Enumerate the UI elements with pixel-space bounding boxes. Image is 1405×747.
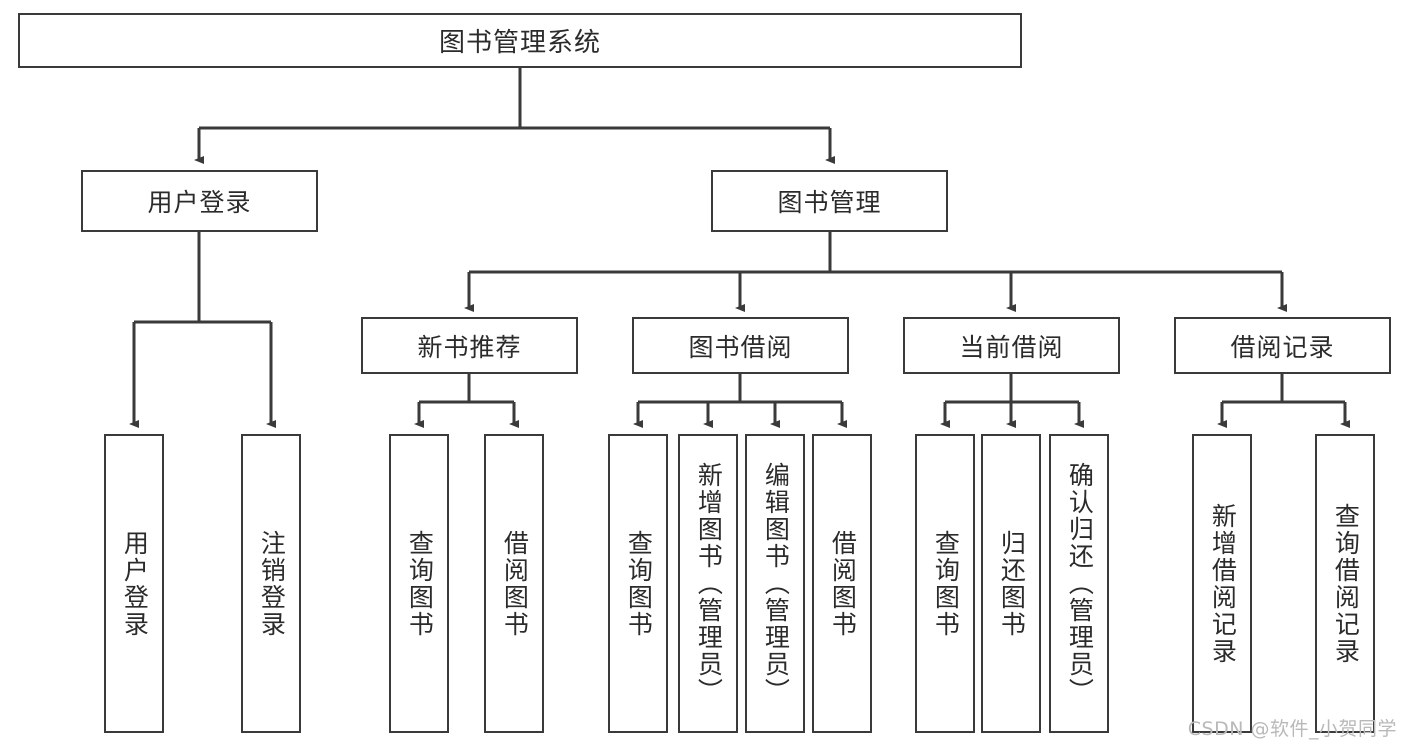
node-borrowing-records[interactable]: 借阅记录 [1174, 317, 1391, 374]
node-label: 查询图书 [931, 529, 961, 638]
leaf-query-book-new[interactable]: 查询图书 [389, 434, 449, 733]
leaf-logout[interactable]: 注销登录 [241, 434, 301, 733]
leaf-query-borrow-record[interactable]: 查询借阅记录 [1315, 434, 1375, 733]
node-label: 用户登录 [120, 529, 150, 638]
node-label: 查询借阅记录 [1331, 502, 1361, 665]
leaf-query-book-borrow[interactable]: 查询图书 [608, 434, 668, 733]
node-book-management-system[interactable]: 图书管理系统 [18, 13, 1022, 68]
node-label: 借阅记录 [1230, 332, 1335, 362]
node-label: 新增借阅记录 [1208, 502, 1238, 665]
leaf-return-book[interactable]: 归还图书 [981, 434, 1041, 733]
node-label: 注销登录 [257, 529, 287, 638]
node-book-management[interactable]: 图书管理 [711, 170, 948, 232]
leaf-borrow-book-new[interactable]: 借阅图书 [484, 434, 544, 733]
leaf-borrow-book[interactable]: 借阅图书 [812, 434, 872, 733]
node-label: 图书管理 [777, 188, 882, 217]
node-label: 借阅图书 [828, 529, 858, 638]
node-current-borrowing[interactable]: 当前借阅 [903, 317, 1120, 374]
leaf-user-login[interactable]: 用户登录 [104, 434, 164, 733]
leaf-query-book-current[interactable]: 查询图书 [915, 434, 975, 733]
node-label: 归还图书 [997, 529, 1027, 638]
node-new-book-recommendation[interactable]: 新书推荐 [361, 317, 578, 374]
node-user-login[interactable]: 用户登录 [81, 170, 318, 232]
leaf-edit-book-admin[interactable]: 编辑图书（管理员） [745, 434, 805, 733]
node-label: 新增图书（管理员） [694, 462, 724, 705]
node-label: 查询图书 [405, 529, 435, 638]
node-label: 当前借阅 [959, 332, 1064, 362]
node-label: 确认归还（管理员） [1065, 462, 1095, 705]
node-book-borrowing[interactable]: 图书借阅 [632, 317, 849, 374]
node-label: 用户登录 [147, 188, 252, 217]
node-label: 查询图书 [624, 529, 654, 638]
node-label: 编辑图书（管理员） [761, 462, 791, 705]
leaf-add-borrow-record[interactable]: 新增借阅记录 [1192, 434, 1252, 733]
leaf-confirm-return-admin[interactable]: 确认归还（管理员） [1049, 434, 1109, 733]
node-label: 新书推荐 [417, 332, 522, 362]
leaf-add-book-admin[interactable]: 新增图书（管理员） [678, 434, 738, 733]
node-label: 借阅图书 [500, 529, 530, 638]
node-label: 图书借阅 [688, 332, 793, 362]
node-label: 图书管理系统 [438, 28, 601, 58]
